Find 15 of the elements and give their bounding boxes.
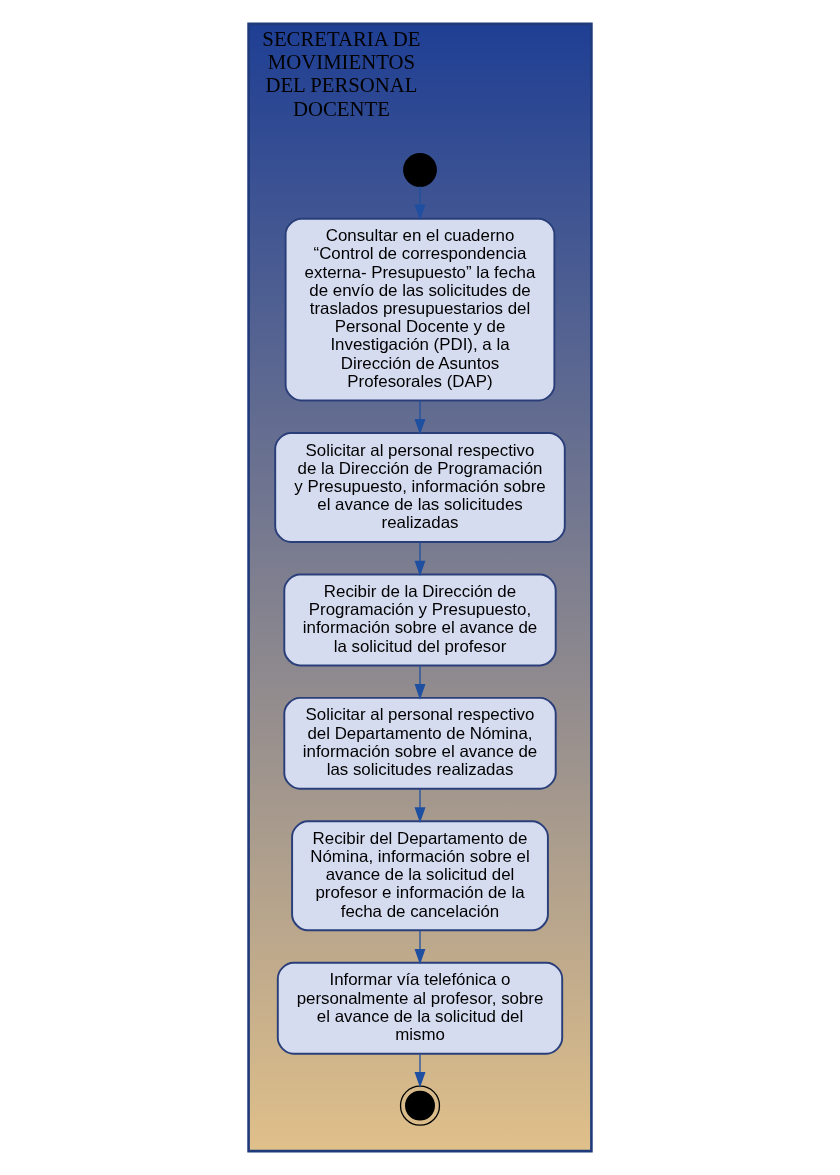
node-box: Recibir del Departamento de Nómina, información sobre el avance de la solicitud del profesor e información de la fecha de cancelación bbox=[291, 820, 549, 932]
arrow bbox=[414, 399, 426, 435]
node-box: Informar vía telefónica o personalmente al profesor, sobre el avance de la solicitud del mismo bbox=[276, 961, 564, 1055]
arrow bbox=[414, 185, 426, 221]
arrow bbox=[414, 788, 426, 823]
arrow bbox=[414, 1053, 426, 1088]
arrow bbox=[414, 541, 426, 577]
node-box: Solicitar al personal respectivo del Departamento de Nómina, información sobre el avance de las solicitudes realizadas bbox=[283, 696, 557, 790]
node-circle bbox=[403, 153, 437, 187]
node-box: Recibir de la Dirección de Programación y Presupuesto, información sobre el avance de la solicitud del profesor bbox=[283, 573, 557, 667]
node-circle bbox=[399, 1085, 441, 1126]
arrow bbox=[414, 930, 426, 965]
node-box: Solicitar al personal respectivo de la Dirección de Programación y Presupuesto, información sobre el avance de las solicitudes realizadas bbox=[274, 432, 566, 544]
node-box: Consultar en el cuaderno “Control de correspondencia externa- Presupuesto” la fecha de envío de las solicitudes de traslados presupuestarios del Personal Docente y de Investigación (PDI), a la Dirección de Asuntos Profesorales (DAP) bbox=[284, 217, 556, 402]
arrow bbox=[414, 664, 426, 700]
